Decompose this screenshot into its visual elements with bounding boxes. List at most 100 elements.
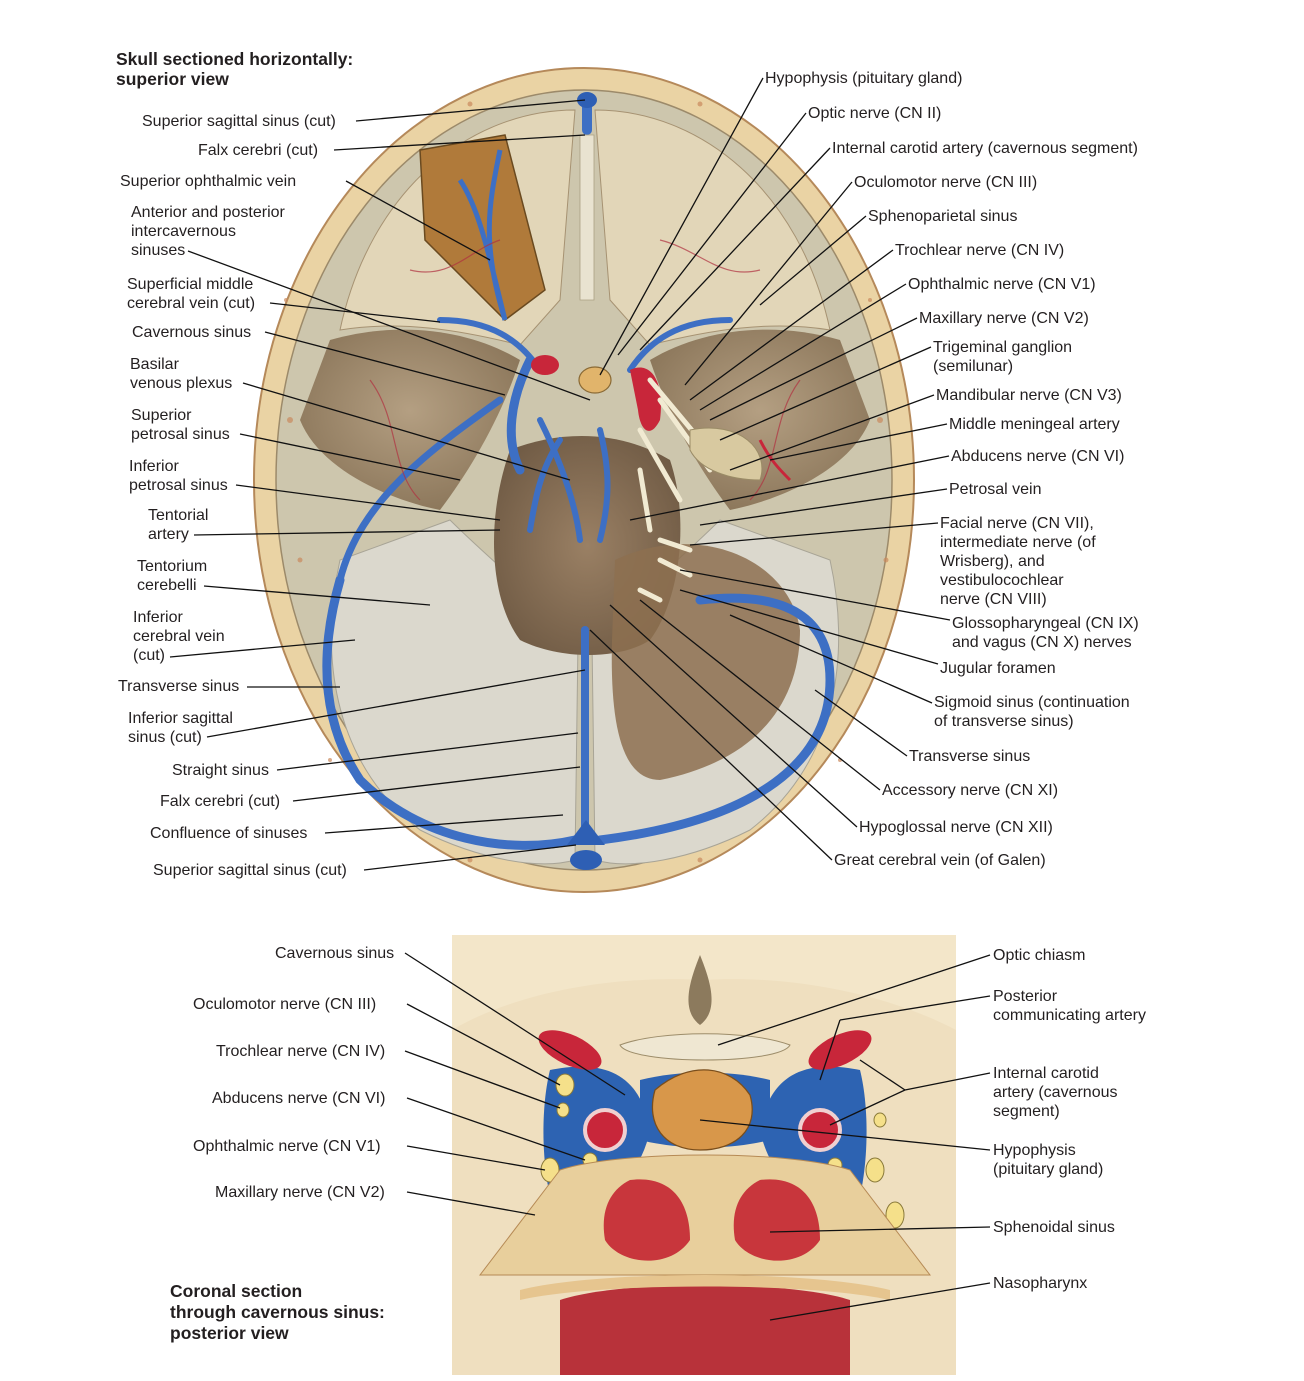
label-coronal-internal-carotid-line3: segment) bbox=[993, 1103, 1060, 1120]
label-falx-cerebri-cut-2: Falx cerebri (cut) bbox=[160, 793, 281, 810]
bottom-title-line3: posterior view bbox=[170, 1323, 289, 1343]
label-confluence-of-sinuses: Confluence of sinuses bbox=[150, 825, 308, 842]
label-coronal-maxillary-nerve: Maxillary nerve (CN V2) bbox=[215, 1184, 385, 1201]
hypophysis-coronal bbox=[651, 1069, 753, 1151]
skull-superior-view bbox=[253, 67, 915, 893]
label-basilar-venous-plexus-line1: Basilar bbox=[130, 356, 179, 373]
trigeminal-ganglion bbox=[689, 427, 763, 481]
label-coronal-ophthalmic-nerve: Ophthalmic nerve (CN V1) bbox=[193, 1138, 381, 1155]
label-tentorial-artery-line2: artery bbox=[148, 526, 189, 543]
cavernous-sinus-left bbox=[506, 355, 535, 475]
label-middle-meningeal-artery: Middle meningeal artery bbox=[949, 416, 1120, 433]
label-hypoglossal-nerve: Hypoglossal nerve (CN XII) bbox=[859, 819, 1053, 836]
label-straight-sinus: Straight sinus bbox=[172, 762, 269, 779]
label-inferior-cerebral-vein-line1: Inferior bbox=[133, 609, 183, 626]
label-optic-nerve: Optic nerve (CN II) bbox=[808, 105, 942, 122]
label-superior-ophthalmic-vein: Superior ophthalmic vein bbox=[120, 173, 297, 190]
label-inferior-sagittal-sinus-line2: sinus (cut) bbox=[128, 729, 202, 746]
label-maxillary-nerve: Maxillary nerve (CN V2) bbox=[919, 310, 1089, 327]
transverse-sinus-left bbox=[322, 575, 580, 850]
internal-carotid-upper-right bbox=[808, 1030, 872, 1070]
nasopharynx bbox=[560, 1285, 850, 1375]
label-tentorial-artery-line1: Tentorial bbox=[148, 507, 209, 524]
sphenoid-bone bbox=[478, 1154, 932, 1276]
label-superior-petrosal-sinus-line2: petrosal sinus bbox=[131, 426, 230, 443]
brain-tissue bbox=[452, 935, 956, 1030]
label-abducens-nerve: Abducens nerve (CN VI) bbox=[951, 448, 1125, 465]
label-coronal-internal-carotid-line1: Internal carotid bbox=[993, 1065, 1099, 1082]
bottom-title-line2: through cavernous sinus: bbox=[170, 1302, 385, 1322]
label-inferior-cerebral-vein-line2: cerebral vein bbox=[133, 628, 225, 645]
label-transverse-sinus-left: Transverse sinus bbox=[118, 678, 240, 695]
label-coronal-trochlear-nerve: Trochlear nerve (CN IV) bbox=[216, 1043, 386, 1060]
label-transverse-sinus-right: Transverse sinus bbox=[909, 748, 1031, 765]
internal-carotid-upper-left bbox=[538, 1030, 602, 1070]
label-glossopharyngeal-vagus-line2: and vagus (CN X) nerves bbox=[952, 634, 1132, 651]
label-petrosal-vein: Petrosal vein bbox=[949, 481, 1042, 498]
label-facial-nerve-line4: vestibulocochlear bbox=[940, 572, 1064, 589]
label-coronal-hypophysis-line1: Hypophysis bbox=[993, 1142, 1076, 1159]
label-coronal-abducens-nerve: Abducens nerve (CN VI) bbox=[212, 1090, 386, 1107]
anterior-cranial-fossa-right bbox=[594, 109, 831, 346]
label-facial-nerve-line1: Facial nerve (CN VII), bbox=[940, 515, 1094, 532]
label-facial-nerve-line3: Wrisberg), and bbox=[940, 553, 1045, 570]
internal-carotid-lower-right bbox=[798, 1108, 842, 1152]
superior-sagittal-sinus-anterior bbox=[577, 92, 597, 108]
label-facial-nerve-line5: nerve (CN VIII) bbox=[940, 591, 1047, 608]
hypophysis bbox=[578, 366, 612, 394]
label-inferior-sagittal-sinus-line1: Inferior sagittal bbox=[128, 710, 233, 727]
label-sigmoid-sinus-line1: Sigmoid sinus (continuation bbox=[934, 694, 1130, 711]
label-optic-chiasm: Optic chiasm bbox=[993, 947, 1086, 964]
nasopharynx-mucosa bbox=[520, 1275, 890, 1300]
bone-texture bbox=[284, 101, 889, 863]
dural-venous-sinuses bbox=[322, 95, 835, 850]
third-ventricle bbox=[688, 955, 712, 1025]
label-jugular-foramen: Jugular foramen bbox=[940, 660, 1056, 677]
superior-petrosal-sinus bbox=[336, 396, 504, 584]
label-superior-sagittal-sinus-cut-2: Superior sagittal sinus (cut) bbox=[153, 862, 347, 879]
coronal-section bbox=[452, 935, 956, 1375]
label-trigeminal-ganglion-line1: Trigeminal ganglion bbox=[933, 339, 1073, 356]
optic-chiasm bbox=[619, 1033, 791, 1061]
bottom-title-line1: Coronal section bbox=[170, 1281, 303, 1301]
label-superior-petrosal-sinus-line1: Superior bbox=[131, 407, 192, 424]
label-coronal-cavernous-sinus: Cavernous sinus bbox=[275, 945, 395, 962]
label-sphenoidal-sinus: Sphenoidal sinus bbox=[993, 1219, 1115, 1236]
label-cavernous-sinus: Cavernous sinus bbox=[132, 324, 252, 341]
label-intercavernous-line2: intercavernous bbox=[131, 223, 236, 240]
top-title-line2: superior view bbox=[116, 69, 229, 89]
transverse-sinus-right bbox=[595, 593, 835, 845]
label-internal-carotid-artery: Internal carotid artery (cavernous segme… bbox=[832, 140, 1138, 157]
basilar-venous-plexus bbox=[527, 417, 611, 543]
label-trochlear-nerve: Trochlear nerve (CN IV) bbox=[895, 242, 1065, 259]
label-hypophysis: Hypophysis (pituitary gland) bbox=[765, 70, 963, 87]
label-great-cerebral-vein: Great cerebral vein (of Galen) bbox=[834, 852, 1046, 869]
sphenoidal-sinus-right bbox=[733, 1179, 820, 1261]
label-sigmoid-sinus-line2: of transverse sinus) bbox=[934, 713, 1074, 730]
label-mandibular-nerve: Mandibular nerve (CN V3) bbox=[936, 387, 1122, 404]
label-superficial-middle-cerebral-vein-line2: cerebral vein (cut) bbox=[127, 295, 256, 312]
label-basilar-venous-plexus-line2: venous plexus bbox=[130, 375, 233, 392]
label-tentorium-cerebelli-line2: cerebelli bbox=[137, 577, 197, 594]
sphenoidal-sinus-left bbox=[603, 1179, 690, 1261]
label-nasopharynx: Nasopharynx bbox=[993, 1275, 1088, 1292]
label-glossopharyngeal-vagus-line1: Glossopharyngeal (CN IX) bbox=[952, 615, 1139, 632]
top-title-line1: Skull sectioned horizontally: bbox=[116, 49, 354, 69]
label-coronal-hypophysis-line2: (pituitary gland) bbox=[993, 1161, 1104, 1178]
label-coronal-internal-carotid-line2: artery (cavernous bbox=[993, 1084, 1118, 1101]
label-intercavernous-line1: Anterior and posterior bbox=[131, 204, 285, 221]
label-coronal-oculomotor-nerve: Oculomotor nerve (CN III) bbox=[193, 996, 377, 1013]
label-inferior-petrosal-sinus-line1: Inferior bbox=[129, 458, 179, 475]
label-ophthalmic-nerve: Ophthalmic nerve (CN V1) bbox=[908, 276, 1096, 293]
label-intercavernous-line3: sinuses bbox=[131, 242, 186, 259]
falx-cerebri bbox=[579, 134, 595, 301]
middle-cranial-fossa-left bbox=[300, 329, 520, 510]
label-posterior-communicating-artery-line2: communicating artery bbox=[993, 1007, 1146, 1024]
label-superior-sagittal-sinus-cut: Superior sagittal sinus (cut) bbox=[142, 113, 336, 130]
superior-ophthalmic-vein bbox=[457, 149, 508, 321]
internal-carotid-artery-left bbox=[531, 355, 559, 375]
label-oculomotor-nerve: Oculomotor nerve (CN III) bbox=[854, 174, 1038, 191]
middle-meningeal-artery bbox=[758, 439, 792, 482]
